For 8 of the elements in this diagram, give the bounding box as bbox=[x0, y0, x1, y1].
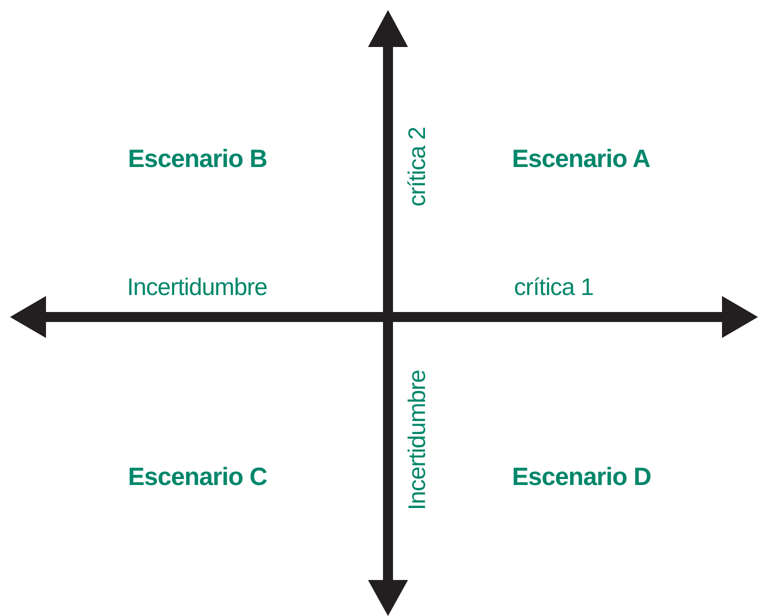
scenario-label: Escenario A bbox=[512, 147, 650, 172]
scenario-label: Escenario B bbox=[128, 147, 268, 172]
axis-label: crítica 1 bbox=[514, 276, 594, 300]
axis-label: crítica 2 bbox=[406, 127, 430, 207]
scenario-label: Escenario C bbox=[128, 465, 268, 490]
axis-label: Incertidumbre bbox=[406, 370, 430, 510]
axis-label: Incertidumbre bbox=[127, 276, 268, 300]
scenario-label: Escenario D bbox=[512, 465, 652, 490]
